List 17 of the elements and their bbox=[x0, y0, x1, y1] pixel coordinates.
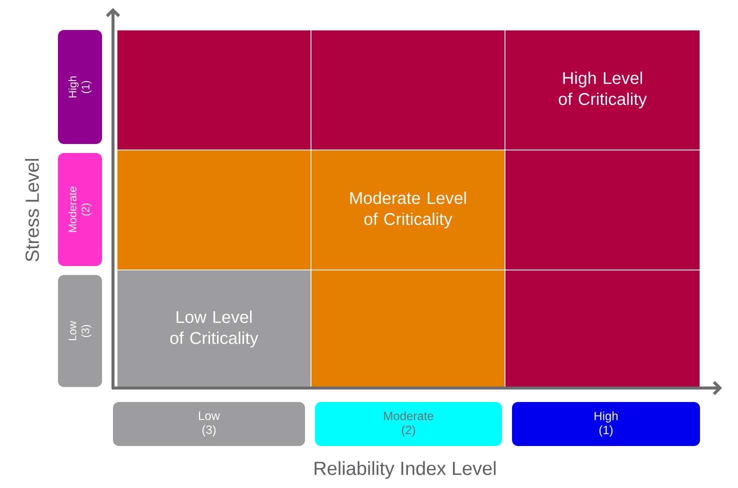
matrix-cell bbox=[504, 150, 700, 270]
matrix-cell: Moderate Level of Criticality bbox=[310, 150, 506, 270]
level-tag: Low (3) bbox=[113, 402, 305, 446]
matrix-cell bbox=[116, 30, 312, 150]
level-tag: Moderate (2) bbox=[315, 402, 502, 446]
matrix-cell bbox=[504, 270, 700, 388]
matrix-cell: Low Level of Criticality bbox=[116, 270, 312, 388]
axis-title: Stress Level bbox=[25, 159, 39, 262]
matrix-cell bbox=[310, 30, 506, 150]
level-tag: High (1) bbox=[58, 30, 102, 144]
matrix-cell bbox=[310, 270, 506, 388]
axis-title: Reliability Index Level bbox=[314, 461, 496, 479]
matrix-cell bbox=[116, 150, 312, 270]
matrix-cell: High Level of Criticality bbox=[504, 30, 700, 150]
level-tag: High (1) bbox=[512, 402, 700, 446]
level-tag: Low (3) bbox=[58, 275, 102, 387]
level-tag: Moderate (2) bbox=[58, 153, 102, 266]
